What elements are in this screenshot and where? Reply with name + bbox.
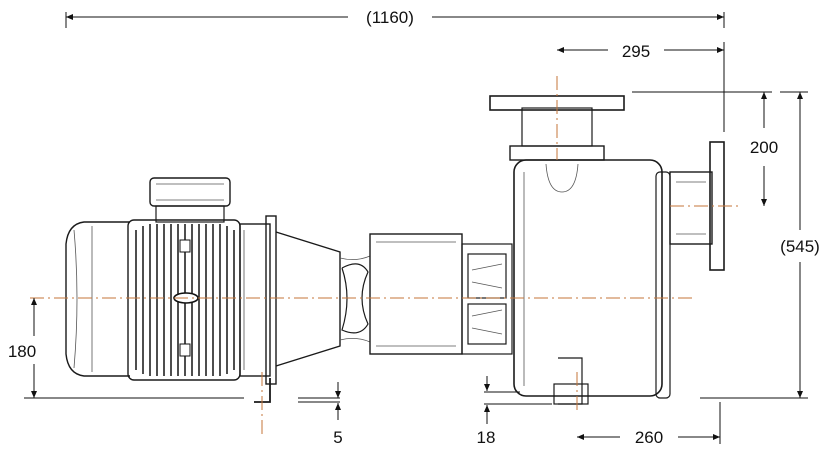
dim-shaft-height: 180 [8, 298, 244, 399]
dim-overall-height-label: (545) [780, 237, 820, 256]
motor [65, 177, 277, 385]
dim-foot-thickness: 18 [477, 376, 552, 447]
dim-foot-offset-label: 5 [333, 428, 342, 447]
motor-foot [254, 378, 271, 403]
terminal-box [149, 177, 231, 223]
dim-outlet-height: 200 [632, 91, 778, 206]
dim-pump-foot-spacing: 260 [577, 402, 721, 447]
dim-overall-length: (1160) [65, 8, 725, 28]
dim-overall-height: (545) [700, 91, 820, 399]
dim-foot-offset: 5 [298, 382, 343, 447]
pump-casing [489, 95, 725, 405]
lantern-bracket [275, 231, 371, 367]
dim-flange-offset-label: 295 [622, 42, 650, 61]
dim-shaft-height-label: 180 [8, 342, 36, 361]
dim-flange-offset: 295 [557, 42, 725, 132]
dim-pump-foot-spacing-label: 260 [635, 428, 663, 447]
dim-foot-thickness-label: 18 [477, 428, 496, 447]
dim-outlet-height-label: 200 [750, 138, 778, 157]
dim-overall-length-label: (1160) [366, 8, 414, 27]
bearing-housing [369, 233, 513, 355]
centerlines [30, 76, 740, 436]
motor-cooling-fins [135, 224, 235, 376]
